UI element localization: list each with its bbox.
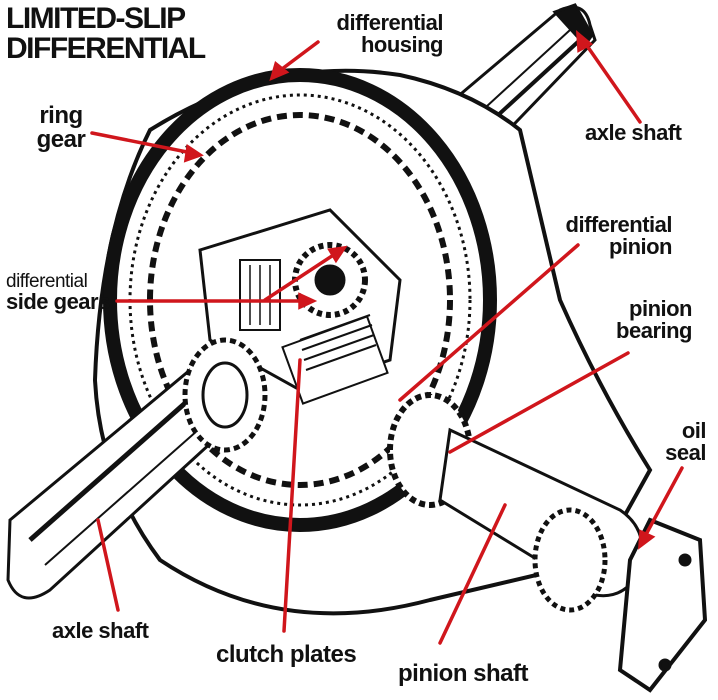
leader-axle-shaft-top bbox=[581, 38, 642, 124]
title-line-1: LIMITED-SLIP bbox=[6, 2, 186, 35]
label-differential-side-gears: differential side gears bbox=[6, 272, 110, 313]
label-line: axle shaft bbox=[52, 618, 149, 643]
leader-differential-housing bbox=[276, 40, 320, 74]
leader-ring-gear bbox=[90, 131, 194, 155]
label-line: side gears bbox=[6, 289, 110, 314]
label-line: differential bbox=[565, 212, 673, 237]
leader-differential-pinion bbox=[398, 243, 580, 402]
leader-side-gears-2 bbox=[263, 250, 340, 302]
leader-lines bbox=[90, 30, 684, 645]
label-line: pinion shaft bbox=[398, 660, 528, 687]
label-line: gear bbox=[36, 126, 86, 153]
label-differential-pinion: differential pinion bbox=[540, 212, 673, 259]
label-line: oil bbox=[681, 418, 707, 443]
axle-shaft-left bbox=[6, 337, 268, 600]
pinion-assembly bbox=[387, 392, 708, 693]
label-line: bearing bbox=[616, 318, 692, 343]
clutch-plates bbox=[281, 314, 389, 405]
label-pinion-bearing: pinion bearing bbox=[596, 298, 692, 342]
label-line: pinion bbox=[609, 234, 672, 259]
label-ring-gear: ring gear bbox=[28, 104, 94, 152]
title-line-2: DIFFERENTIAL bbox=[6, 32, 206, 65]
diagram-title: LIMITED-SLIP DIFFERENTIAL bbox=[6, 2, 206, 65]
label-line: pinion bbox=[629, 296, 692, 321]
leader-clutch-plates bbox=[282, 358, 302, 633]
label-line: axle shaft bbox=[585, 120, 682, 145]
label-pinion-shaft: pinion shaft bbox=[398, 662, 528, 686]
label-line: differential bbox=[6, 271, 88, 292]
label-differential-housing: differential housing bbox=[300, 10, 444, 57]
label-line: ring bbox=[39, 102, 83, 129]
leader-oil-seal bbox=[641, 466, 684, 542]
label-oil-seal: oil seal bbox=[652, 420, 706, 464]
label-line: housing bbox=[360, 32, 444, 57]
label-clutch-plates: clutch plates bbox=[216, 641, 357, 668]
leader-axle-shaft-bottom bbox=[96, 518, 120, 612]
leader-pinion-shaft bbox=[438, 503, 507, 645]
label-line: differential bbox=[336, 10, 444, 35]
label-axle-shaft-bottom: axle shaft bbox=[52, 620, 149, 642]
label-axle-shaft-top: axle shaft bbox=[585, 122, 682, 144]
leader-pinion-bearing bbox=[448, 351, 630, 454]
label-line: seal bbox=[665, 440, 706, 465]
label-line: clutch plates bbox=[216, 641, 357, 668]
